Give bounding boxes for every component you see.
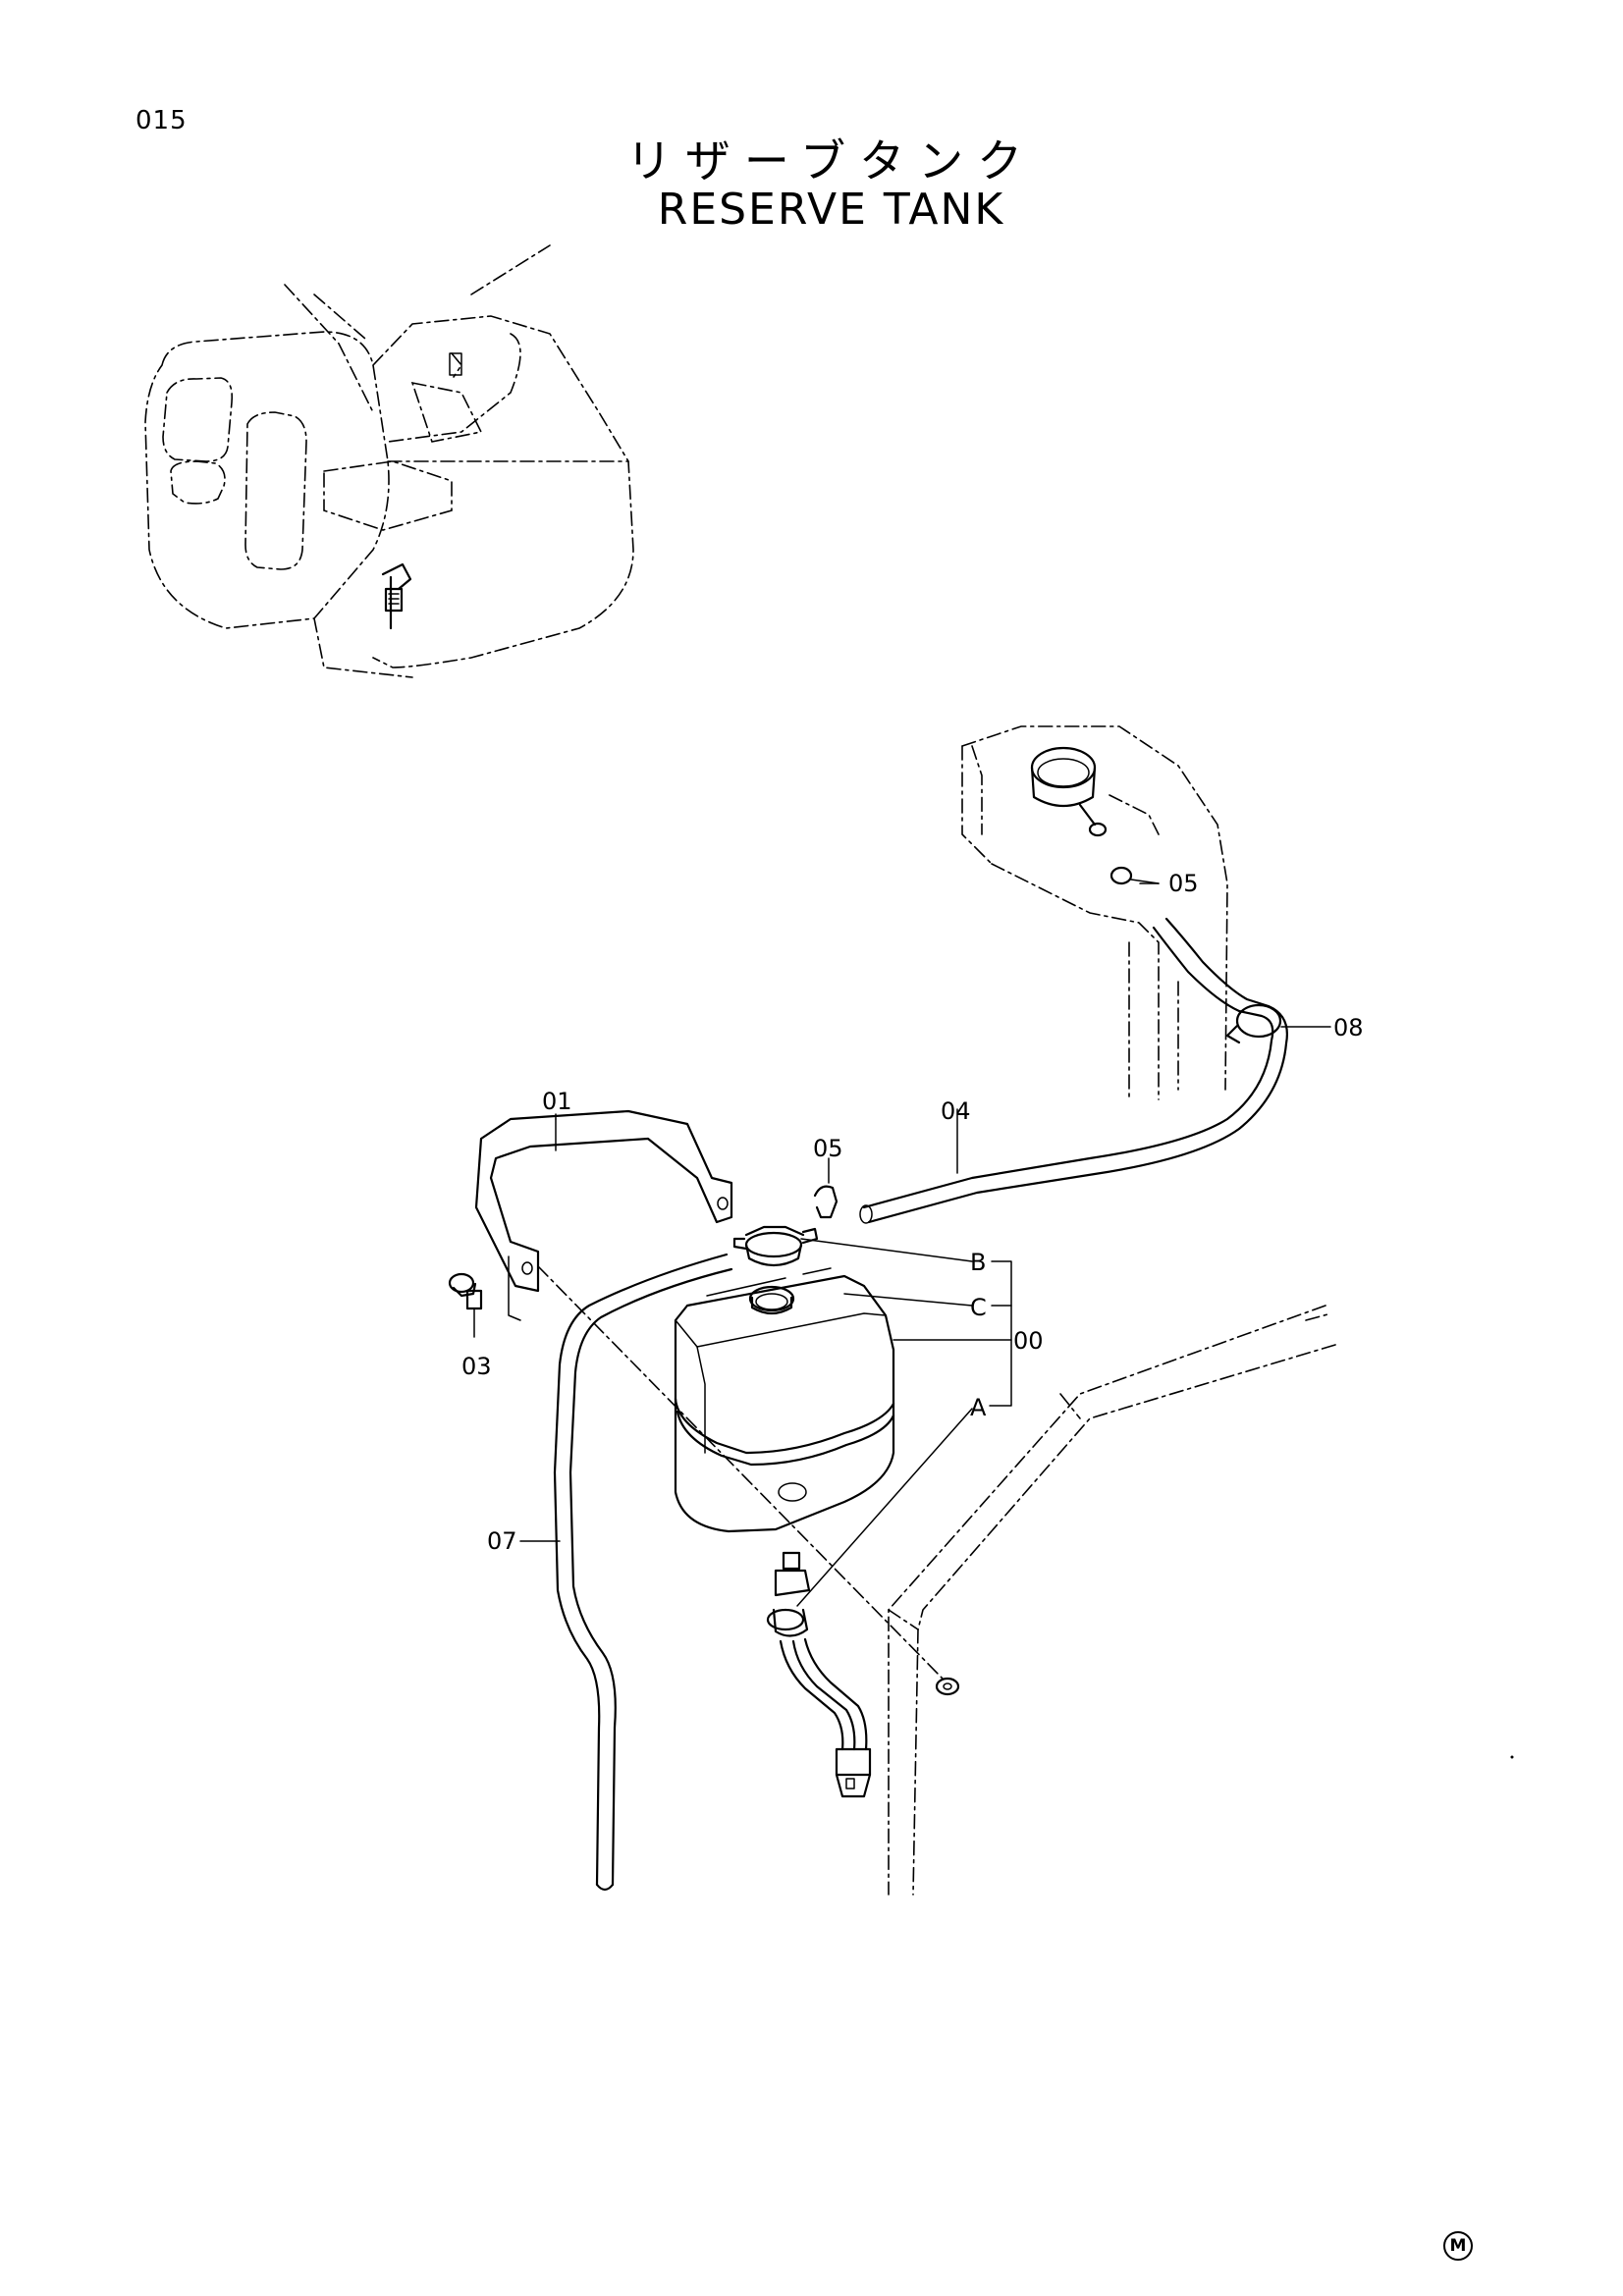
callout-B: B	[970, 1249, 986, 1276]
tank-cap	[732, 1225, 819, 1267]
nut	[935, 1677, 960, 1696]
excavator-overview-illustration	[144, 244, 634, 678]
radiator-illustration	[961, 725, 1228, 1100]
page-number: 015	[135, 106, 188, 135]
stray-dot	[1510, 1755, 1514, 1759]
hose-clamp-08	[1225, 1003, 1331, 1044]
title-english: RESERVE TANK	[657, 185, 1005, 235]
frame-panel	[888, 1305, 1336, 1896]
callout-08: 08	[1333, 1014, 1364, 1041]
callout-03: 03	[461, 1353, 492, 1380]
callout-group-bracket	[800, 1238, 1012, 1407]
callout-04: 04	[941, 1097, 971, 1125]
level-switch	[766, 1408, 973, 1798]
title-japanese: リザーブタンク	[625, 134, 1037, 187]
bracket-01	[474, 1109, 733, 1321]
hose-04	[859, 917, 1288, 1224]
callout-05-clip: 05	[813, 1135, 843, 1162]
callout-A: A	[970, 1394, 987, 1421]
callout-01: 01	[542, 1088, 572, 1115]
leader-lines	[519, 882, 1160, 1542]
m-mark: M	[1443, 2231, 1473, 2261]
mounting-tie-line	[537, 1265, 944, 1680]
callout-05-radiator: 05	[1168, 870, 1199, 897]
bolt-03	[448, 1272, 483, 1338]
hose-07	[553, 1253, 733, 1892]
callout-C: C	[970, 1294, 987, 1321]
reserve-tank-00	[674, 1267, 1012, 1533]
callout-00: 00	[1013, 1327, 1044, 1355]
clip-05	[813, 1157, 839, 1219]
callout-07: 07	[487, 1527, 517, 1555]
